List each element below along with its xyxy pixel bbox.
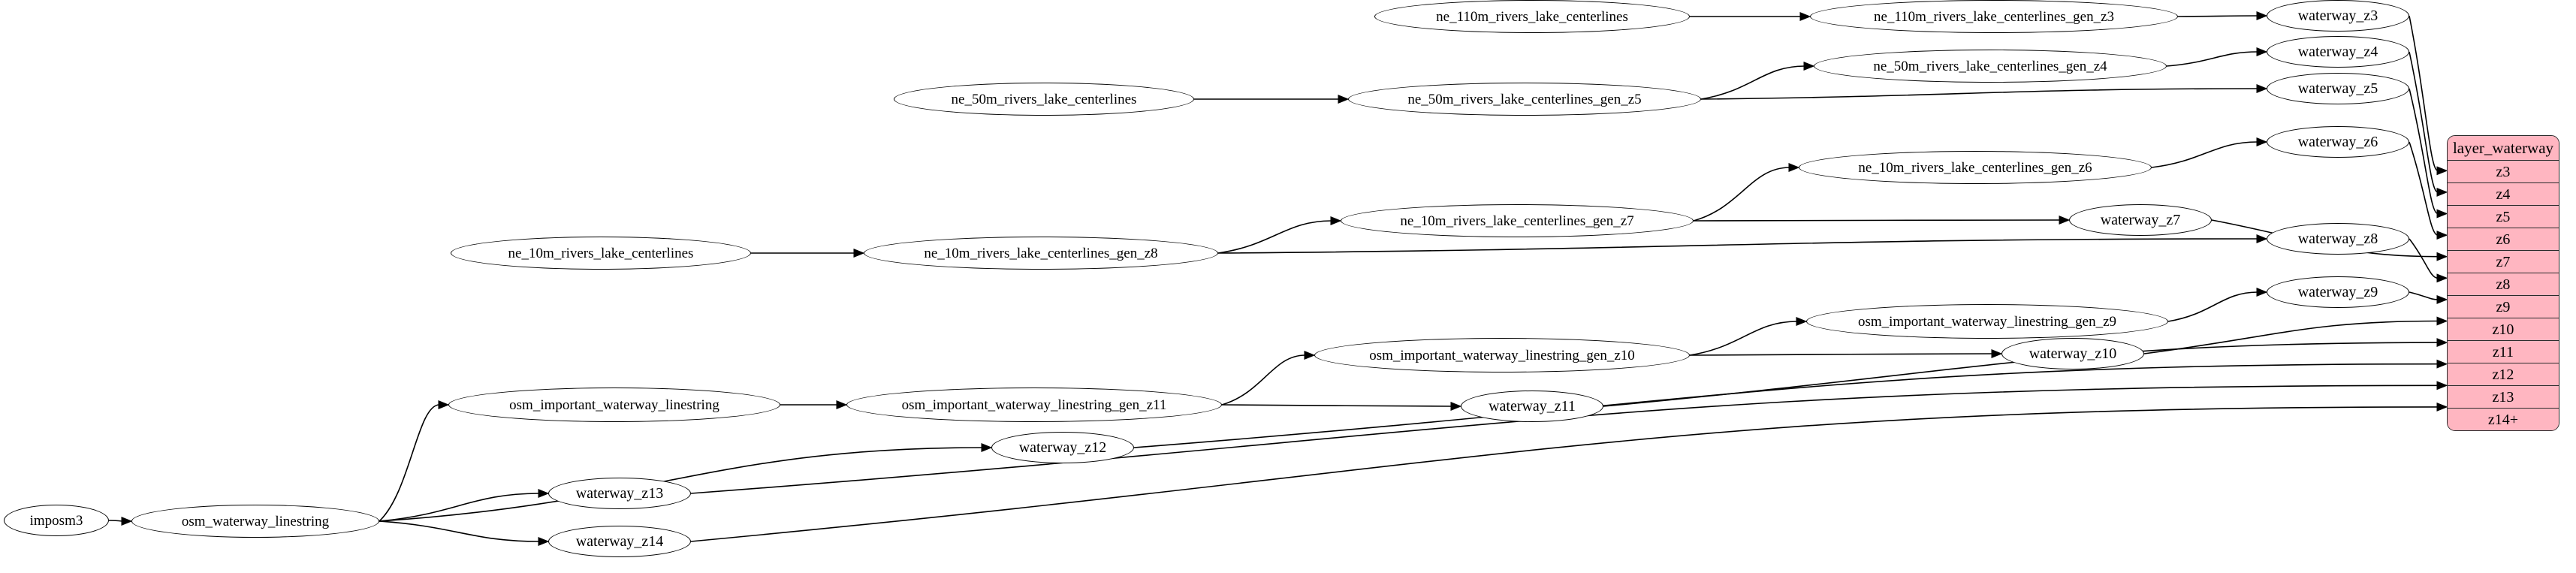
graph-edge (1689, 353, 1993, 356)
graph-edge (1689, 321, 1798, 356)
graph-node-label: waterway_z9 (2297, 284, 2378, 300)
graph-node-ne_110m_rivers_lake_centerlines[interactable]: ne_110m_rivers_lake_centerlines (1374, 0, 1690, 33)
graph-node-label: waterway_z4 (2297, 44, 2378, 60)
graph-edge (1700, 65, 1805, 100)
graph-node-ne_10m_rivers_lake_centerlines[interactable]: ne_10m_rivers_lake_centerlines (451, 237, 751, 270)
graph-node-waterway_z3[interactable]: waterway_z3 (2267, 0, 2409, 32)
graph-node-label: ne_110m_rivers_lake_centerlines (1436, 8, 1628, 25)
graph-edge (690, 406, 2439, 542)
layer-waterway-row-z14plus[interactable]: z14+ (2448, 409, 2559, 430)
graph-node-waterway_z11[interactable]: waterway_z11 (1461, 391, 1603, 422)
graph-edge (1133, 363, 2439, 448)
graph-node-label: waterway_z3 (2297, 8, 2378, 24)
graph-node-osm_waterway_linestring[interactable]: osm_waterway_linestring (131, 505, 379, 538)
graph-node-label: ne_110m_rivers_lake_centerlines_gen_z3 (1873, 8, 2115, 25)
graph-node-osm_important_waterway_linestring_gen_z9[interactable]: osm_important_waterway_linestring_gen_z9 (1806, 304, 2168, 339)
graph-node-waterway_z8[interactable]: waterway_z8 (2267, 223, 2409, 255)
graph-node-waterway_z14[interactable]: waterway_z14 (548, 526, 691, 557)
graph-edge (379, 404, 440, 522)
graph-node-imposm3[interactable]: imposm3 (4, 505, 109, 536)
graph-node-osm_important_waterway_linestring_gen_z10[interactable]: osm_important_waterway_linestring_gen_z1… (1314, 338, 1690, 372)
layer-waterway-row-z7[interactable]: z7 (2448, 251, 2559, 273)
layer-waterway-row-z13[interactable]: z13 (2448, 386, 2559, 409)
graph-node-waterway_z13[interactable]: waterway_z13 (548, 478, 691, 509)
graph-node-label: osm_waterway_linestring (181, 513, 330, 529)
layer-waterway-row-z11[interactable]: z11 (2448, 341, 2559, 363)
graph-node-ne_110m_rivers_lake_centerlines_gen_z3[interactable]: ne_110m_rivers_lake_centerlines_gen_z3 (1810, 0, 2178, 33)
graph-edge (379, 493, 540, 522)
graph-edge (2177, 15, 2258, 17)
graph-edge (1217, 238, 2258, 254)
graph-edge (2409, 51, 2439, 193)
layer-waterway-row-z12[interactable]: z12 (2448, 363, 2559, 386)
graph-node-label: waterway_z11 (1489, 398, 1576, 415)
graph-edge (1217, 220, 1332, 254)
graph-node-ne_10m_rivers_lake_centerlines_gen_z6[interactable]: ne_10m_rivers_lake_centerlines_gen_z6 (1799, 151, 2152, 184)
graph-node-waterway_z10[interactable]: waterway_z10 (2001, 338, 2144, 369)
graph-edge (2167, 291, 2258, 322)
graph-node-label: imposm3 (29, 512, 83, 529)
graph-node-ne_50m_rivers_lake_centerlines_gen_z4[interactable]: ne_50m_rivers_lake_centerlines_gen_z4 (1814, 50, 2167, 83)
graph-node-waterway_z12[interactable]: waterway_z12 (991, 432, 1134, 463)
graph-node-label: ne_10m_rivers_lake_centerlines_gen_z6 (1858, 159, 2092, 176)
graph-node-label: waterway_z13 (575, 485, 664, 502)
layer-waterway-row-z10[interactable]: z10 (2448, 318, 2559, 341)
graph-node-label: waterway_z12 (1018, 439, 1107, 456)
graph-edge (1693, 167, 1790, 222)
graph-node-waterway_z7[interactable]: waterway_z7 (2069, 204, 2212, 236)
graph-edge (2151, 141, 2258, 168)
graph-edge (1693, 219, 2061, 222)
graph-edge (2409, 15, 2439, 172)
graph-edge (379, 447, 983, 522)
graph-node-osm_important_waterway_linestring_gen_z11[interactable]: osm_important_waterway_linestring_gen_z1… (846, 388, 1222, 422)
graph-edge (1221, 354, 1306, 406)
graph-edge (379, 520, 540, 542)
graph-node-label: ne_50m_rivers_lake_centerlines (951, 91, 1137, 107)
graph-node-ne_50m_rivers_lake_centerlines[interactable]: ne_50m_rivers_lake_centerlines (894, 83, 1194, 116)
graph-edge (1700, 88, 2258, 100)
graph-node-waterway_z6[interactable]: waterway_z6 (2267, 126, 2409, 158)
graph-node-waterway_z4[interactable]: waterway_z4 (2267, 36, 2409, 68)
graph-node-osm_important_waterway_linestring[interactable]: osm_important_waterway_linestring (448, 388, 780, 422)
graph-node-label: ne_10m_rivers_lake_centerlines_gen_z7 (1400, 213, 1634, 229)
graph-node-label: ne_50m_rivers_lake_centerlines_gen_z5 (1407, 91, 1642, 107)
graph-edge (1221, 404, 1452, 407)
graph-edge (2409, 88, 2439, 215)
graph-node-ne_50m_rivers_lake_centerlines_gen_z5[interactable]: ne_50m_rivers_lake_centerlines_gen_z5 (1348, 83, 1701, 116)
graph-edge (2409, 238, 2439, 279)
graph-node-label: waterway_z14 (575, 533, 664, 550)
graph-node-ne_10m_rivers_lake_centerlines_gen_z8[interactable]: ne_10m_rivers_lake_centerlines_gen_z8 (864, 237, 1218, 270)
graph-node-label: ne_10m_rivers_lake_centerlines_gen_z8 (924, 245, 1158, 261)
graph-node-label: ne_10m_rivers_lake_centerlines (508, 245, 694, 261)
graph-node-label: waterway_z6 (2297, 134, 2378, 150)
graph-node-label: osm_important_waterway_linestring (509, 397, 719, 413)
layer-waterway-table-header: layer_waterway (2448, 136, 2559, 161)
graph-edge (2409, 141, 2439, 236)
layer-waterway-row-z6[interactable]: z6 (2448, 228, 2559, 251)
graph-edge (2143, 320, 2439, 354)
graph-node-waterway_z5[interactable]: waterway_z5 (2267, 73, 2409, 104)
graph-edge (108, 520, 123, 522)
layer-waterway-row-z9[interactable]: z9 (2448, 296, 2559, 318)
graph-node-label: waterway_z7 (2100, 212, 2181, 228)
layer-waterway-row-z4[interactable]: z4 (2448, 183, 2559, 206)
graph-node-label: waterway_z5 (2297, 80, 2378, 97)
graph-node-label: waterway_z10 (2029, 345, 2117, 362)
layer-waterway-row-z5[interactable]: z5 (2448, 206, 2559, 228)
graph-node-waterway_z9[interactable]: waterway_z9 (2267, 276, 2409, 308)
graph-node-label: osm_important_waterway_linestring_gen_z9 (1857, 313, 2117, 330)
graph-edge (2409, 291, 2439, 300)
graph-node-label: ne_50m_rivers_lake_centerlines_gen_z4 (1873, 58, 2107, 74)
graph-node-label: waterway_z8 (2297, 231, 2378, 247)
graph-edge (2166, 51, 2258, 67)
layer-waterway-row-z3[interactable]: z3 (2448, 161, 2559, 183)
graph-node-label: osm_important_waterway_linestring_gen_z1… (901, 397, 1167, 413)
graph-node-label: osm_important_waterway_linestring_gen_z1… (1369, 347, 1635, 363)
layer-waterway-row-z8[interactable]: z8 (2448, 273, 2559, 296)
graph-node-ne_10m_rivers_lake_centerlines_gen_z7[interactable]: ne_10m_rivers_lake_centerlines_gen_z7 (1341, 204, 1694, 237)
